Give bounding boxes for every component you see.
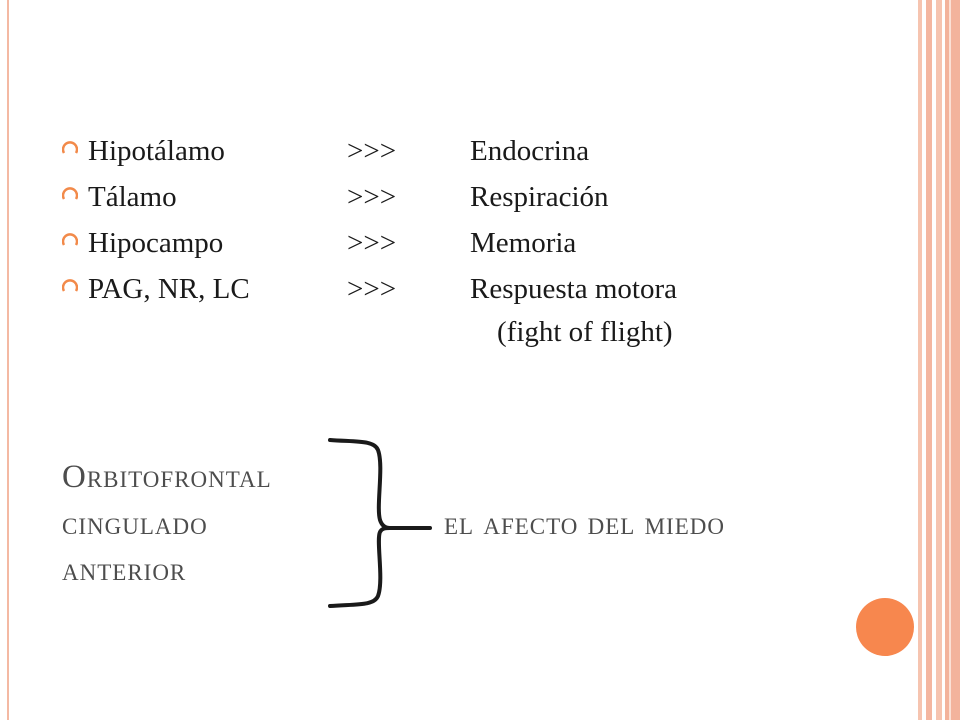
term-label: PAG, NR, LC (88, 273, 250, 305)
right-stripe (936, 0, 942, 720)
curly-brace-icon (328, 438, 432, 608)
result-label: Memoria (470, 227, 577, 259)
result-label: Respuesta motora (470, 273, 677, 305)
effect-label: el afecto del miedo (444, 506, 725, 542)
right-stripe (918, 0, 922, 720)
bullet-icon (62, 141, 78, 154)
arrow-label: >>> (347, 181, 397, 213)
right-stripe (926, 0, 932, 720)
term-label: Tálamo (88, 181, 177, 213)
arrow-label: >>> (347, 227, 397, 259)
result-label: Endocrina (470, 135, 590, 167)
right-stripe (949, 0, 951, 720)
arrow-label: >>> (347, 273, 397, 305)
right-stripe (945, 0, 960, 720)
bullet-icon (62, 233, 78, 246)
arrow-label: >>> (347, 135, 397, 167)
left-border-line (7, 0, 9, 720)
orange-circle-decoration (856, 598, 914, 656)
bullet-icon (62, 187, 78, 200)
term-label: Hipotálamo (88, 135, 225, 167)
note-text: (fight of flight) (497, 316, 673, 348)
result-label: Respiración (470, 181, 609, 213)
grouped-term: cingulado (62, 506, 208, 542)
grouped-term: anterior (62, 552, 187, 588)
grouped-term: Orbitofrontal (62, 459, 272, 495)
term-label: Hipocampo (88, 227, 224, 259)
bullet-icon (62, 279, 78, 292)
